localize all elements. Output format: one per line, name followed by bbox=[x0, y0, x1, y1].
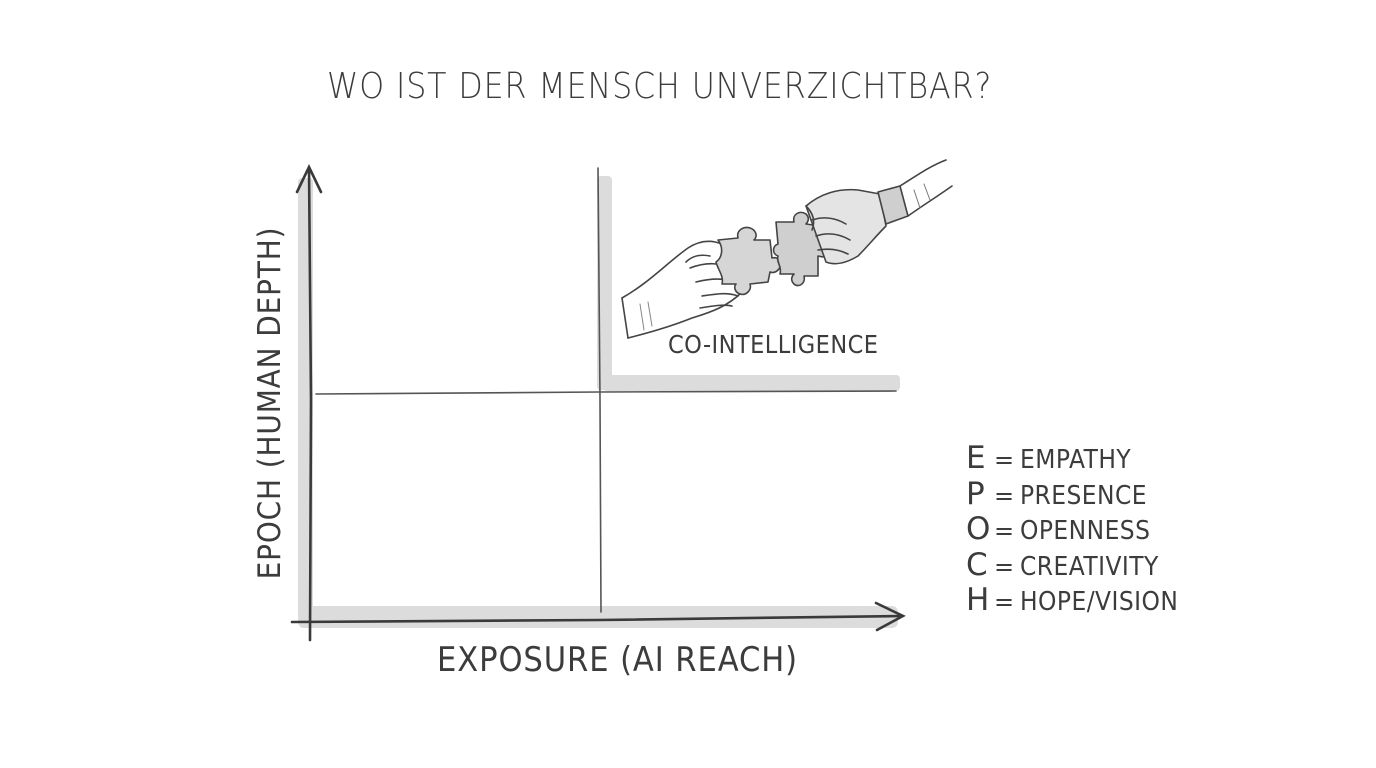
x-axis-label: EXPOSURE (AI REACH) bbox=[437, 640, 799, 680]
y-axis-label: EPOCH (HUMAN DEPTH) bbox=[252, 226, 288, 580]
legend-item: P =PRESENCE bbox=[966, 475, 1196, 513]
legend-letter: O bbox=[966, 511, 991, 547]
axis-shading bbox=[298, 176, 900, 628]
legend-equals: = bbox=[994, 552, 1015, 581]
legend-item: C=CREATIVITY bbox=[966, 546, 1196, 584]
quadrant-dividers bbox=[315, 167, 897, 613]
legend-letter: P bbox=[966, 475, 985, 512]
legend: E=EMPATHY P=PRESENCE O=OPENNESS C=CREATI… bbox=[966, 440, 1196, 619]
legend-word: CREATIVITY bbox=[1020, 551, 1159, 582]
legend-equals: = bbox=[994, 517, 1015, 545]
legend-letter: C bbox=[966, 546, 988, 583]
quadrant-label-co-intelligence: CO-INTELLIGENCE bbox=[668, 330, 879, 359]
legend-equals: = bbox=[994, 588, 1015, 616]
legend-equals: = bbox=[994, 481, 1015, 510]
legend-item: H=HOPE/VISION bbox=[966, 582, 1196, 619]
legend-word: PRESENCE bbox=[1020, 480, 1148, 511]
legend-letter: H bbox=[966, 582, 990, 618]
legend-item: E =EMPATHY bbox=[966, 440, 1196, 477]
y-axis bbox=[295, 163, 323, 642]
legend-item: O=OPENNESS bbox=[966, 511, 1196, 548]
page-title: WO IST DER MENSCH UNVERZICHTBAR? bbox=[327, 66, 993, 107]
robot-hand-icon bbox=[805, 159, 953, 265]
legend-equals: = bbox=[994, 446, 1015, 474]
legend-word: HOPE/VISION bbox=[1020, 587, 1179, 617]
legend-letter: E bbox=[966, 440, 986, 476]
legend-word: EMPATHY bbox=[1020, 445, 1132, 475]
x-axis bbox=[290, 601, 906, 632]
legend-word: OPENNESS bbox=[1020, 516, 1151, 546]
